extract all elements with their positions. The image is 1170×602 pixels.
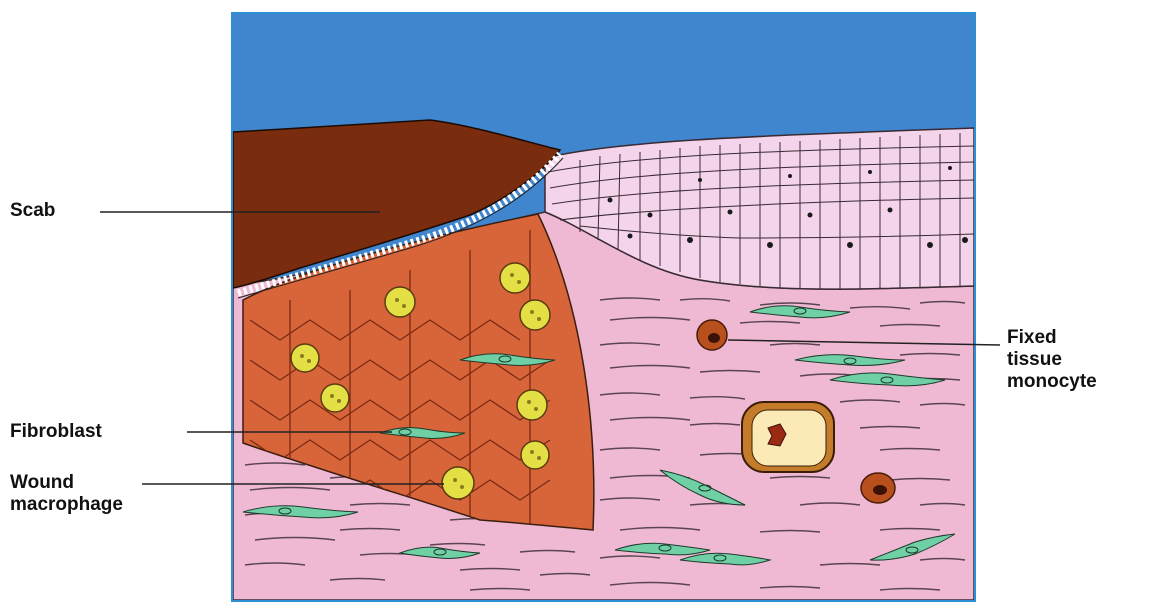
blood-vessel [742,402,834,472]
macrophage-cell [520,300,550,330]
macrophage-cell [291,344,319,372]
macrophage-cell [321,384,349,412]
macrophage-cell [442,467,474,499]
scab-label: Scab [10,200,55,222]
macrophage-cell [500,263,530,293]
macrophage-cell [517,390,547,420]
fixed-tissue-monocyte-label: Fixed tissue monocyte [1007,327,1097,393]
wound-macrophage-label: Wound macrophage [10,472,123,516]
fibroblast-label: Fibroblast [10,421,102,443]
macrophage-cell [385,287,415,317]
macrophage-cell [521,441,549,469]
